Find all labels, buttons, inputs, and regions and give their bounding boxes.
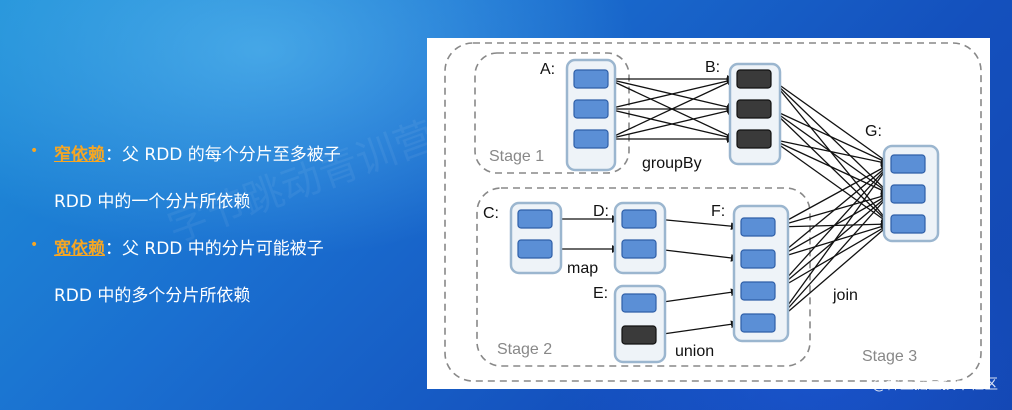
rdd-f-partition-3: [740, 281, 776, 301]
rdd-a-partition-2: [573, 99, 609, 119]
edge-e1-to-f3: [655, 288, 741, 304]
edge-b3-to-g3: [770, 138, 891, 225]
narrow-dependency-text: ：父 RDD 的每个分片至多被子: [105, 145, 341, 165]
narrow-dependency-term: 窄依赖: [54, 145, 105, 165]
edge-d2-to-f2: [655, 248, 741, 262]
stage3-label: Stage 3: [862, 348, 917, 365]
rdd-f-label: F:: [711, 203, 725, 220]
op-groupby-label: groupBy: [642, 155, 702, 172]
edge-f1-to-g2: [774, 192, 891, 228]
stage3-boundary: [444, 42, 982, 382]
rdd-c-label: C:: [483, 205, 499, 222]
rdd-b-label: B:: [705, 59, 720, 76]
edge-f3-to-g3: [774, 223, 891, 292]
stage2-boundary: [476, 187, 811, 367]
rdd-c-partition-2: [517, 239, 553, 259]
edge-b2-to-g1: [770, 108, 891, 165]
edge-f4-to-g1: [774, 163, 891, 324]
rdd-e-partition-1: [621, 293, 657, 313]
rdd-f-partition-1: [740, 217, 776, 237]
rdd-g-partition-1: [890, 154, 926, 174]
op-join-label: join: [832, 287, 858, 304]
bullet-narrow-line2: RDD 中的一个分片所依赖: [30, 187, 250, 212]
rdd-c-partition-1: [517, 209, 553, 229]
dependency-edges: [552, 75, 891, 336]
edge-e2-to-f4: [655, 320, 741, 336]
stage1-label: Stage 1: [489, 148, 544, 165]
edge-b3-to-g1: [770, 138, 891, 166]
rdd-g-partition-3: [890, 214, 926, 234]
rdd-b-partition-1: [736, 69, 772, 89]
rdd-a-partition-3: [573, 129, 609, 149]
edge-b1-to-g1: [770, 78, 891, 165]
rdd-f-partition-2: [740, 249, 776, 269]
rdd-f-partition-4: [740, 313, 776, 333]
bullet-narrow-line1: • 窄依赖：父 RDD 的每个分片至多被子: [30, 140, 341, 165]
bullet-dot-icon: •: [30, 237, 39, 253]
edge-f4-to-g2: [774, 193, 891, 324]
narrow-dependency-text-cont: RDD 中的一个分片所依赖: [54, 192, 251, 212]
rdd-e-partition-2: [621, 325, 657, 345]
rdd-g-partition-2: [890, 184, 926, 204]
site-watermark: @稀土掘金技术社区: [872, 377, 998, 393]
rdd-d-label: D:: [593, 203, 609, 220]
edge-f2-to-g1: [774, 163, 891, 260]
background-watermark: 字节跳动青训营: [161, 113, 441, 253]
op-union-label: union: [675, 343, 714, 360]
edge-a3-to-b2: [607, 107, 737, 140]
stage1-boundary: [474, 52, 630, 174]
bullet-wide-line1: • 宽依赖：父 RDD 中的分片可能被子: [30, 234, 324, 259]
rdd-b-partition-3: [736, 129, 772, 149]
edge-b3-to-g2: [770, 138, 891, 195]
op-map-label: map: [567, 260, 598, 277]
edge-f2-to-g3: [774, 222, 891, 260]
stage2-label: Stage 2: [497, 341, 552, 358]
edge-a3-to-b1: [607, 78, 737, 140]
edge-f4-to-g3: [774, 223, 891, 324]
rdd-a-label: A:: [540, 61, 555, 78]
rdd-b-partition-2: [736, 99, 772, 119]
edge-f1-to-g3: [774, 220, 891, 229]
diagram-svg: Stage 1 Stage 2 Stage 3 A: B: C: D: E: F…: [444, 42, 982, 382]
rdd-a-partition-1: [573, 69, 609, 89]
edge-f1-to-g1: [774, 163, 891, 228]
rdd-f-box: [732, 204, 790, 343]
bullet-dot-icon: •: [30, 143, 39, 159]
wide-dependency-term: 宽依赖: [54, 239, 105, 259]
rdd-e-label: E:: [593, 285, 608, 302]
edge-a2-to-b1: [607, 77, 737, 110]
rdd-dependency-diagram: Stage 1 Stage 2 Stage 3 A: B: C: D: E: F…: [427, 38, 990, 389]
wide-dependency-text: ：父 RDD 中的分片可能被子: [105, 239, 324, 259]
rdd-d-partition-1: [621, 209, 657, 229]
edge-d1-to-f1: [655, 218, 741, 231]
edge-f2-to-g2: [774, 193, 891, 260]
rdd-g-label: G:: [865, 123, 882, 140]
rdd-nodes: [509, 58, 940, 364]
rdd-d-partition-2: [621, 239, 657, 259]
bullet-wide-line2: RDD 中的多个分片所依赖: [30, 281, 250, 306]
edge-f3-to-g1: [774, 163, 891, 292]
wide-dependency-text-cont: RDD 中的多个分片所依赖: [54, 286, 251, 306]
